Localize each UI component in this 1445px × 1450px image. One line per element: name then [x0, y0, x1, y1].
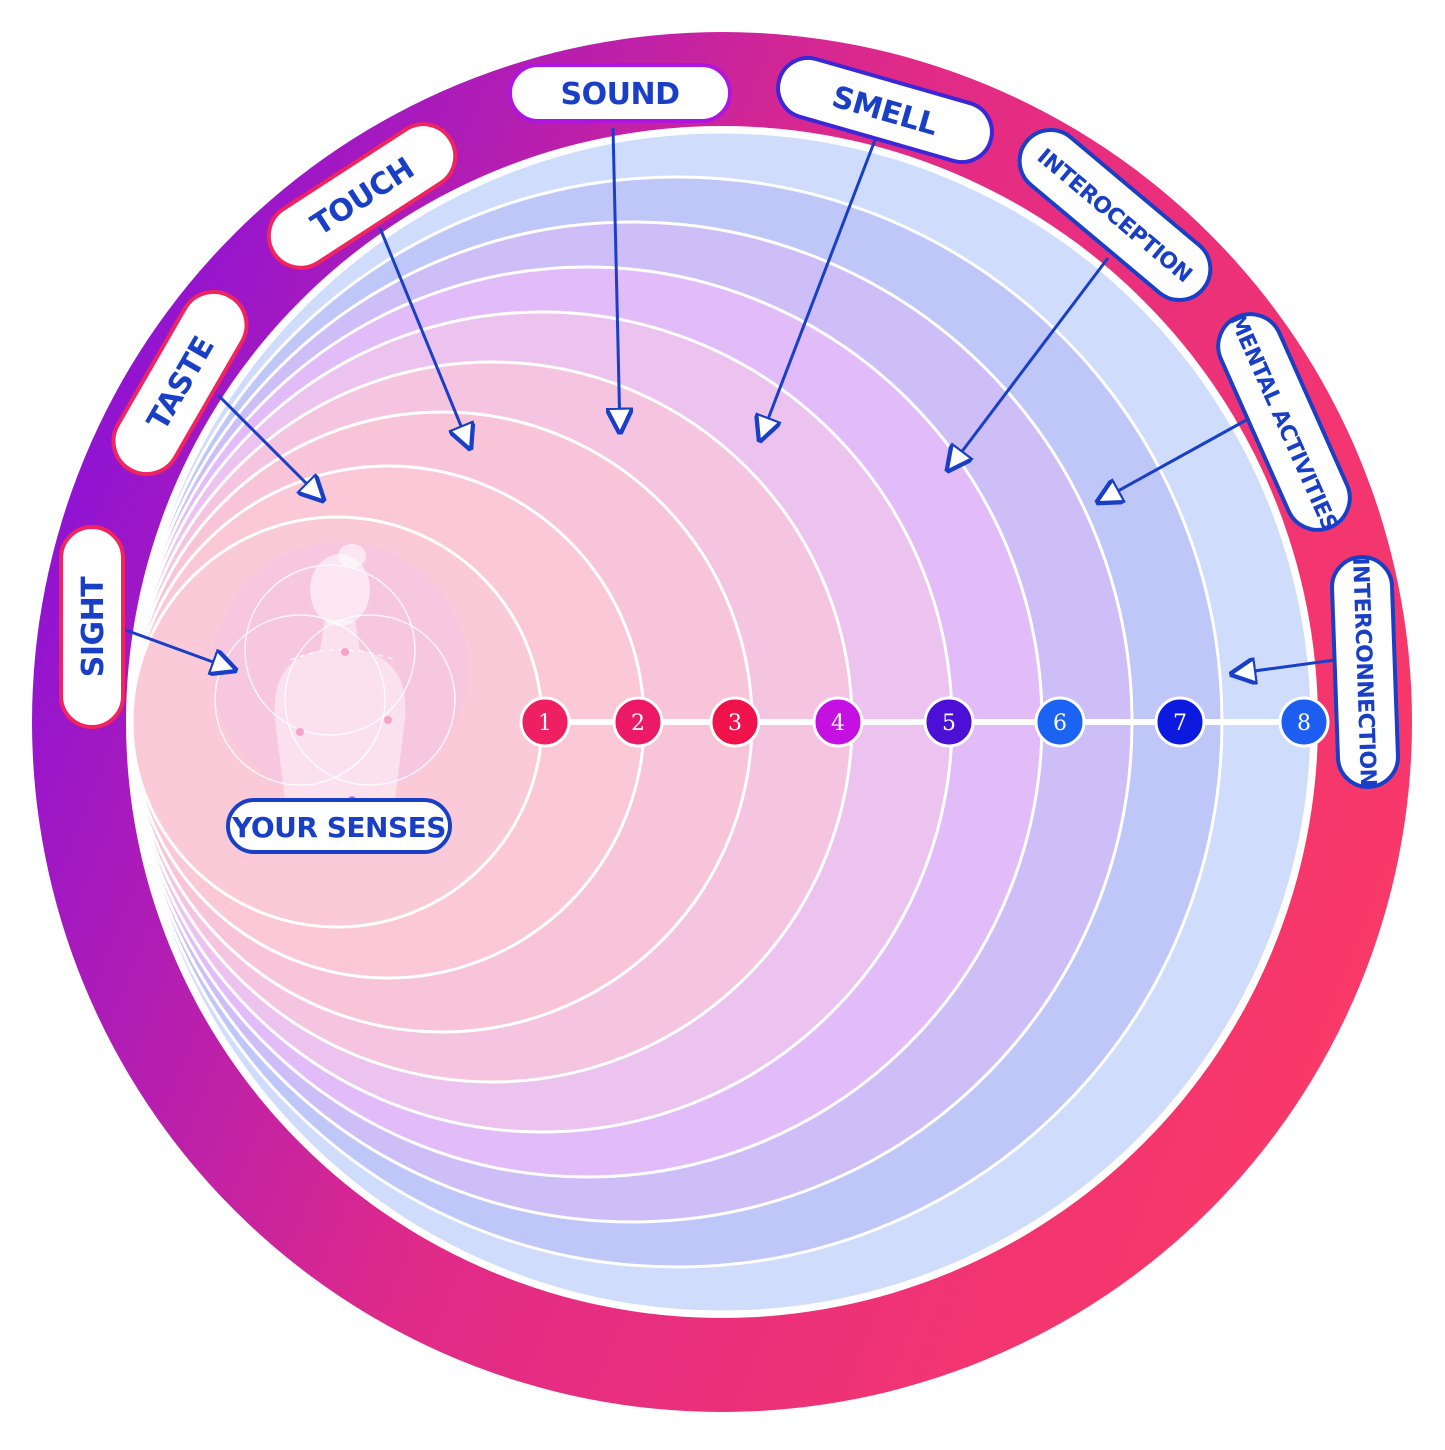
- arrow-taste: [216, 393, 323, 500]
- sense-pill: [508, 63, 732, 123]
- sense-label-sound: SOUND: [508, 63, 732, 123]
- level-circle: [519, 696, 571, 748]
- level-number: 7: [1173, 711, 1187, 736]
- level-circle: [1034, 696, 1086, 748]
- level-circle: [923, 696, 975, 748]
- level-circle: [709, 696, 761, 748]
- sense-label-interconnection: INTERCONNECTION: [1330, 555, 1400, 789]
- sense-pill: [1216, 312, 1352, 532]
- level-number: 5: [942, 711, 956, 736]
- level-number: 6: [1053, 711, 1067, 736]
- level-number: 4: [831, 711, 845, 736]
- level-markers: 1 2 3 4 5 6 7 8: [519, 696, 1330, 748]
- level-circle: [1154, 696, 1206, 748]
- level-number: 2: [631, 711, 645, 736]
- level-marker-3: 3: [709, 696, 761, 748]
- arrow-mental: [1098, 416, 1251, 502]
- level-marker-2: 2: [612, 696, 664, 748]
- sense-pill: [1330, 555, 1400, 789]
- arrow-interconnection: [1232, 660, 1336, 674]
- level-number: 3: [728, 711, 742, 736]
- sense-label-smell: SMELL: [776, 55, 994, 165]
- level-marker-8: 8: [1278, 696, 1330, 748]
- arrows: [119, 127, 1336, 674]
- sense-pill: [1017, 128, 1213, 302]
- arrow-sound: [613, 127, 620, 432]
- sense-label-sight: SIGHT: [59, 525, 125, 729]
- sense-label-text: SOUND: [561, 77, 680, 112]
- level-number: 8: [1297, 711, 1311, 736]
- level-marker-6: 6: [1034, 696, 1086, 748]
- level-circle: [812, 696, 864, 748]
- arrow-smell: [760, 139, 877, 440]
- arrow-interoception: [948, 257, 1110, 470]
- level-number: 1: [538, 711, 552, 736]
- arrow-sight: [119, 626, 235, 670]
- sense-pill: [266, 122, 458, 270]
- person-illustration: [212, 542, 468, 804]
- sense-pill: [776, 55, 994, 165]
- sense-pill: [111, 289, 249, 477]
- arrow-touch: [378, 227, 470, 448]
- level-marker-5: 5: [923, 696, 975, 748]
- sense-pill: [59, 525, 125, 729]
- level-circle: [612, 696, 664, 748]
- sense-label-text: SIGHT: [76, 576, 111, 678]
- level-marker-1: 1: [519, 696, 571, 748]
- level-circle: [1278, 696, 1330, 748]
- your-senses-text: YOUR SENSES: [231, 811, 446, 844]
- your-senses-label: YOUR SENSES: [226, 798, 452, 854]
- level-marker-4: 4: [812, 696, 864, 748]
- level-marker-7: 7: [1154, 696, 1206, 748]
